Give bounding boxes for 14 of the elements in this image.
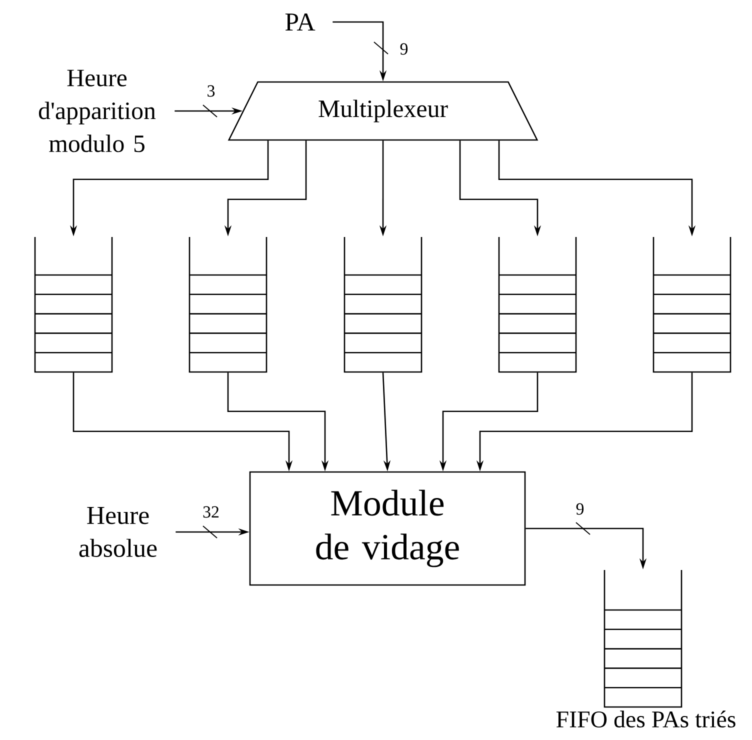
fifo-stack — [652, 237, 732, 373]
bus-width-label: 3 — [208, 85, 215, 97]
input-label: PA — [285, 13, 316, 31]
fifo-label: FIFO des PAs triés — [556, 710, 736, 728]
fifo-stack — [344, 237, 422, 373]
input-label: Heure d'apparition modulo 5 — [38, 70, 156, 152]
bus-width-label: 32 — [203, 506, 219, 518]
bus-width-label: 9 — [576, 503, 584, 515]
module-box: Module de vidage — [249, 471, 526, 586]
bus-width-label: 9 — [400, 43, 408, 55]
fifo-stack — [498, 237, 577, 373]
fifo-stack — [188, 237, 268, 373]
input-label: Heure absolue — [79, 506, 157, 558]
fifo-stack — [34, 237, 113, 373]
